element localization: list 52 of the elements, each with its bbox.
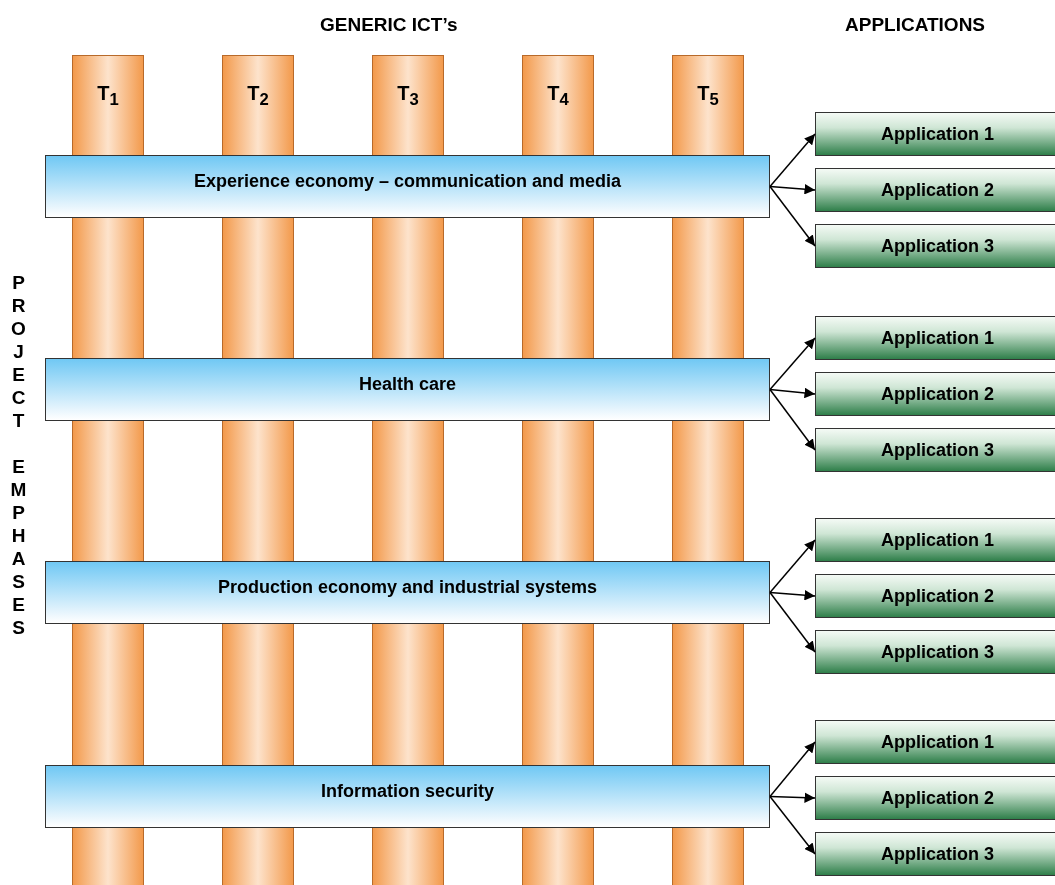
arrow [769, 539, 816, 594]
node-label: Application 3 [881, 843, 994, 865]
application-box [815, 832, 1055, 876]
application-box [815, 168, 1055, 212]
node-label: T$_{5}$ [697, 82, 719, 110]
application-box [815, 574, 1055, 618]
application-box [815, 316, 1055, 360]
application-box [815, 720, 1055, 764]
arrow [769, 792, 816, 803]
application-box [815, 372, 1055, 416]
application-box [815, 630, 1055, 674]
node-label: Production economy and industrial systems [217, 577, 598, 598]
row-heading: PROJECT EMPHASES [8, 272, 28, 640]
node-label: Health care [358, 374, 457, 395]
arrow [769, 591, 816, 653]
node-label: T$_{3}$ [397, 82, 419, 110]
arrow [769, 795, 816, 855]
node-label: Experience economy – communication and media [193, 171, 622, 192]
application-box [815, 776, 1055, 820]
node-label: Application 3 [881, 439, 994, 461]
arrow [769, 741, 816, 798]
node-label: Application 3 [881, 641, 994, 663]
node-label: T$_{2}$ [247, 82, 269, 110]
arrow [769, 185, 816, 247]
node-label: Application 2 [881, 179, 994, 201]
arrow [769, 133, 816, 188]
node-label: Application 3 [881, 235, 994, 257]
arrow [769, 183, 816, 195]
node-label: Application 2 [881, 383, 994, 405]
application-box [815, 518, 1055, 562]
node-label: Application 1 [881, 327, 994, 349]
emphasis-band [45, 561, 770, 624]
node-label: T$_{4}$ [547, 82, 569, 110]
arrow [769, 589, 816, 601]
node-label: Application 2 [881, 787, 994, 809]
arrow [769, 387, 816, 399]
column-heading: APPLICATIONS [845, 14, 986, 36]
node-label: Application 1 [881, 731, 994, 753]
node-label: Application 1 [881, 529, 994, 551]
column-heading: GENERIC ICT’s [320, 14, 458, 36]
arrow [769, 388, 816, 451]
node-label: Application 2 [881, 585, 994, 607]
node-label: Application 1 [881, 123, 994, 145]
emphasis-band [45, 765, 770, 828]
emphasis-band [45, 358, 770, 421]
application-box [815, 224, 1055, 268]
arrow [769, 337, 816, 391]
application-box [815, 428, 1055, 472]
node-label: T$_{1}$ [97, 82, 119, 110]
emphasis-band [45, 155, 770, 218]
application-box [815, 112, 1055, 156]
node-label: Information security [321, 781, 494, 802]
